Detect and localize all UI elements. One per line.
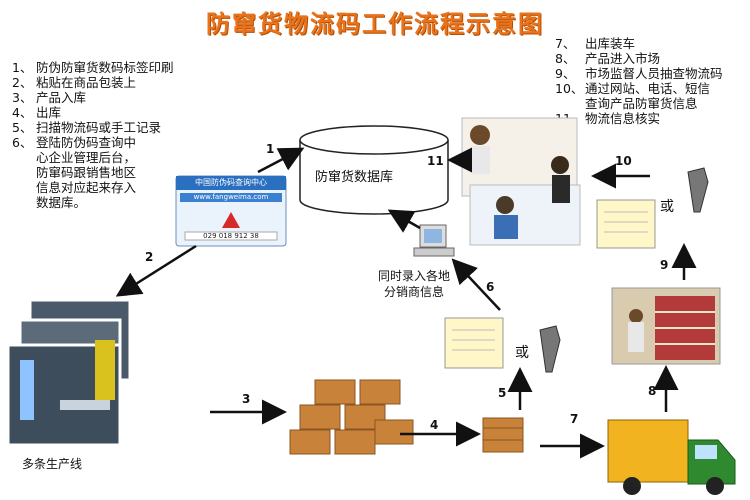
left-step-6: 6、登陆防伪码查询中 (12, 135, 242, 150)
left-step-3: 3、产品入库 (12, 90, 242, 105)
edge-label-6: 6 (486, 280, 495, 294)
left-step-text: 粘贴在商品包装上 (36, 75, 137, 90)
left-step-text: 防窜码跟销售地区 (36, 165, 137, 180)
right-step-text: 查询产品防窜货信息 (585, 96, 698, 111)
right-step-4: 10、通过网站、电话、短信 (555, 81, 750, 96)
left-step-number: 6、 (12, 135, 33, 150)
left-step-6-line-2: 心企业管理后台， (12, 150, 242, 165)
right-step-text: 通过网站、电话、短信 (585, 81, 711, 96)
left-step-text: 登陆防伪码查询中 (36, 135, 137, 150)
anti-counterfeit-label-card (175, 175, 287, 247)
left-step-1: 1、防伪防窜货数码标签印刷 (12, 60, 242, 75)
right-step-text: 出库装车 (585, 36, 636, 51)
query-personnel-image (461, 117, 581, 246)
delivery-truck (607, 419, 736, 495)
left-step-text: 数据库。 (36, 195, 87, 210)
flow-arrows (115, 147, 697, 459)
right-step-text: 物流信息核实 (585, 111, 661, 126)
left-step-number: 4、 (12, 105, 33, 120)
left-step-number: 3、 (12, 90, 33, 105)
left-step-2: 2、粘贴在商品包装上 (12, 75, 242, 90)
right-step-text: 市场监督人员抽查物流码 (585, 66, 723, 81)
computer-label: 同时录入各地 分销商信息 (378, 268, 450, 300)
supermarket-image (611, 287, 721, 365)
right-step-number: 7、 (555, 36, 576, 51)
right-step-1: 7、出库装车 (555, 36, 750, 51)
right-step-4-line-2: 查询产品防窜货信息 (555, 96, 750, 111)
left-step-6-line-4: 信息对应起来存入 (12, 180, 242, 195)
computer-label-line-2: 分销商信息 (384, 285, 445, 299)
clipboard-scanner-upper (596, 167, 709, 249)
clipboard-scanner-lower (444, 317, 561, 373)
edge-label-11: 11 (427, 154, 444, 168)
edge-label-4: 4 (430, 418, 439, 432)
computer-label-line-1: 同时录入各地 (378, 269, 451, 283)
edge-label-10: 10 (615, 154, 632, 168)
label-card-header: 中国防伪码查询中心 (195, 178, 267, 187)
left-step-text: 扫描物流码或手工记录 (36, 120, 162, 135)
left-step-text: 产品入库 (36, 90, 87, 105)
database-label: 防窜货数据库 (315, 170, 394, 185)
or-label-lower: 或 (515, 345, 529, 361)
edge-label-1: 1 (266, 142, 275, 156)
left-step-number: 1、 (12, 60, 33, 75)
right-step-number: 10、 (555, 81, 584, 96)
edge-label-3: 3 (242, 392, 251, 406)
right-step-text: 产品进入市场 (585, 51, 661, 66)
left-step-text: 防伪防窜货数码标签印刷 (36, 60, 174, 75)
edge-label-5: 5 (498, 386, 507, 400)
production-line-label: 多条生产线 (22, 457, 83, 471)
edge-label-8: 8 (648, 384, 657, 398)
right-step-2: 8、产品进入市场 (555, 51, 750, 66)
box-stack-outbound (482, 417, 524, 453)
computer-icon (413, 224, 455, 257)
page-title: 防窜货物流码工作流程示意图 (206, 10, 544, 38)
right-step-3: 9、市场监督人员抽查物流码 (555, 66, 750, 81)
or-label-upper: 或 (660, 199, 674, 215)
left-step-6-line-5: 数据库。 (12, 195, 242, 210)
left-step-number: 5、 (12, 120, 33, 135)
edge-label-2: 2 (145, 250, 154, 264)
left-step-text: 出库 (36, 105, 62, 120)
right-step-number: 8、 (555, 51, 576, 66)
left-step-5: 5、扫描物流码或手工记录 (12, 120, 242, 135)
database-cylinder (299, 125, 449, 215)
left-step-4: 4、出库 (12, 105, 242, 120)
left-step-text: 信息对应起来存入 (36, 180, 137, 195)
label-card-url: www.fangweima.com (193, 193, 269, 201)
label-card-code: 029 018 912 38 (203, 232, 259, 240)
box-stack-warehouse (289, 379, 414, 455)
edge-label-9: 9 (660, 258, 669, 272)
edge-label-7: 7 (570, 412, 579, 426)
left-step-text: 心企业管理后台， (36, 150, 137, 165)
left-step-number: 2、 (12, 75, 33, 90)
right-step-number: 9、 (555, 66, 576, 81)
left-step-6-line-3: 防窜码跟销售地区 (12, 165, 242, 180)
production-line-images (6, 298, 132, 447)
